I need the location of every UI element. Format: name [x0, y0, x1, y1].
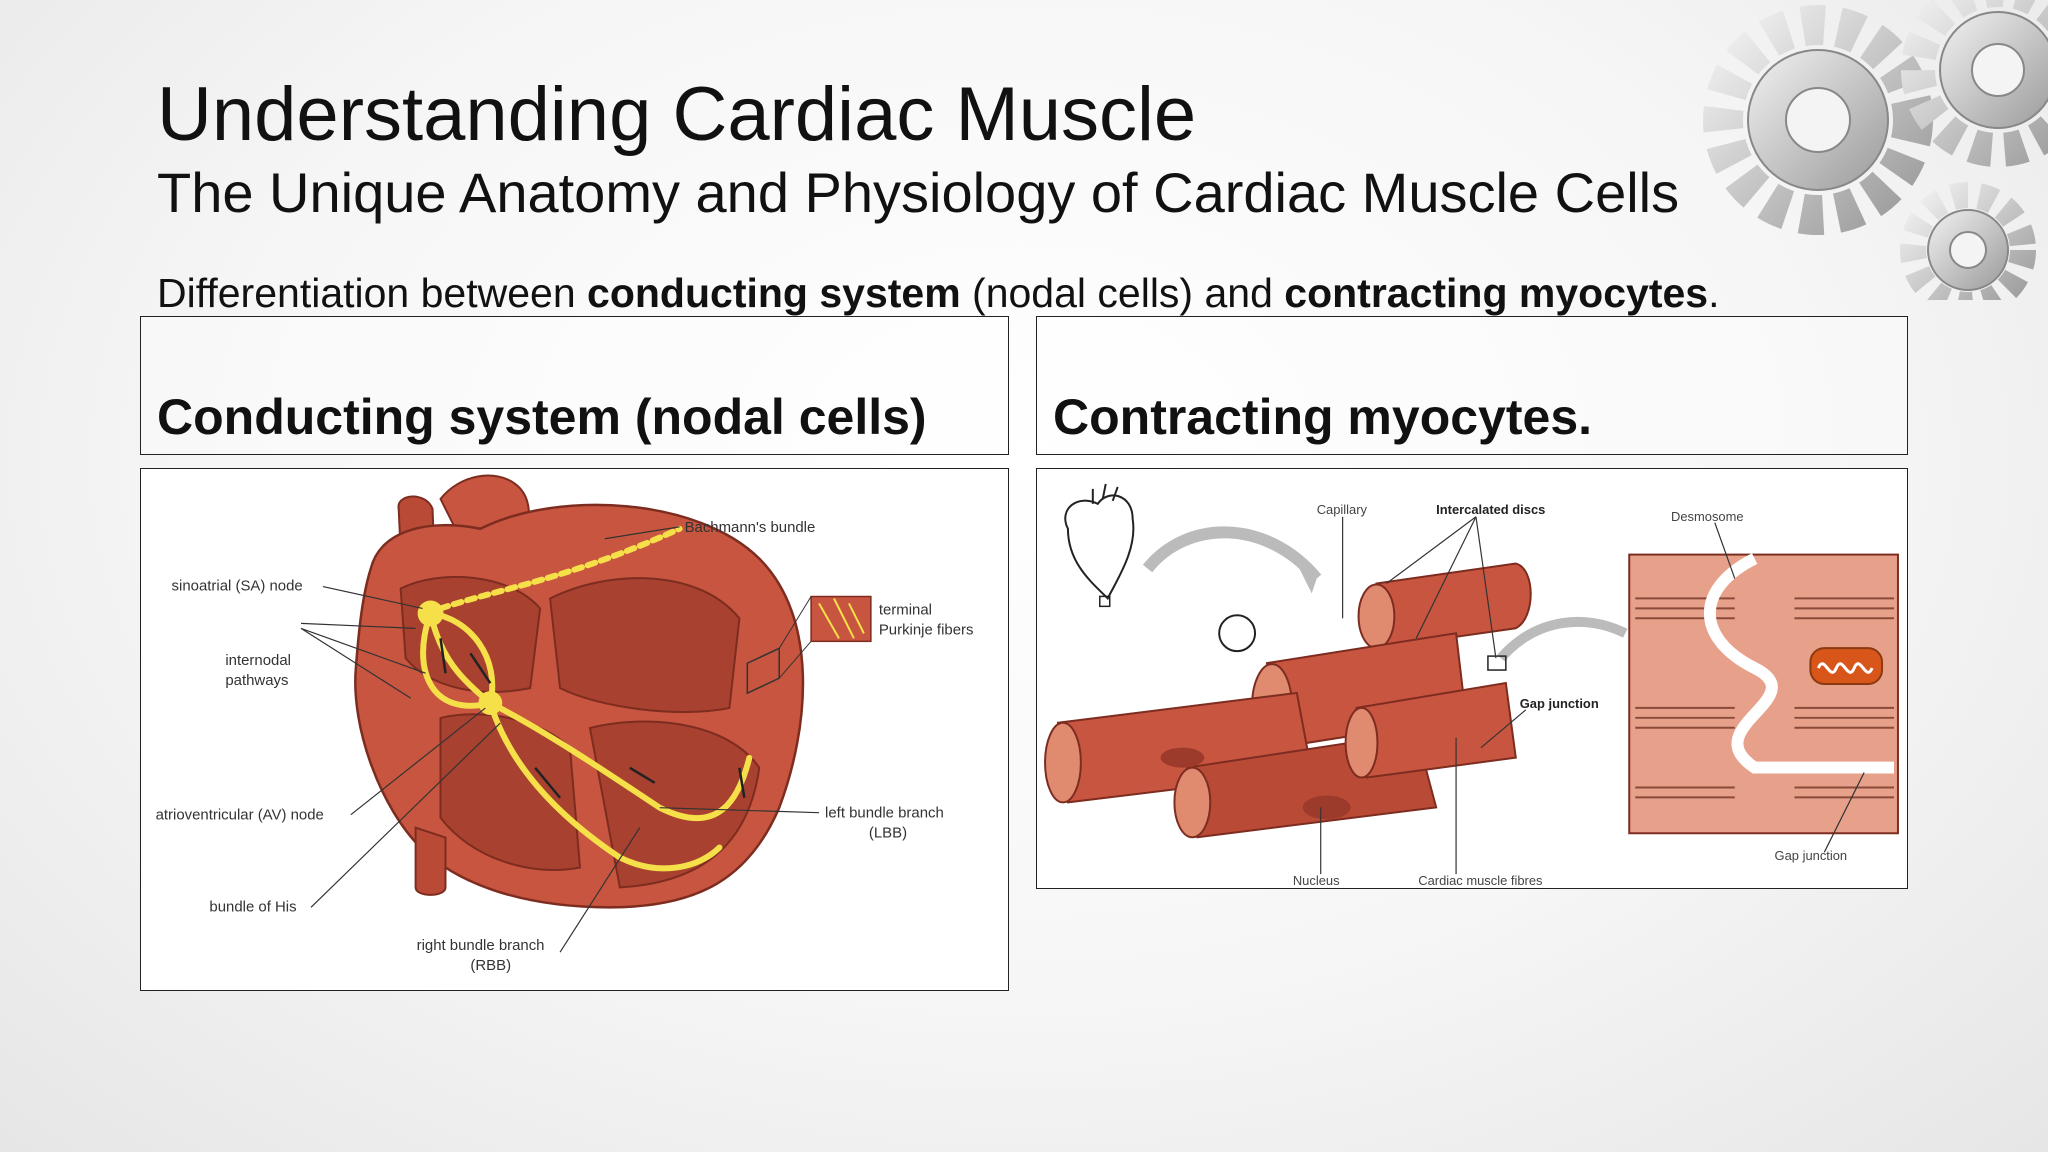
- label-nucleus: Nucleus: [1293, 873, 1340, 888]
- conducting-heading: Conducting system (nodal cells): [157, 389, 927, 445]
- slide-title: Understanding Cardiac Muscle: [157, 72, 1197, 157]
- label-capillary: Capillary: [1317, 502, 1368, 517]
- intro-term-conducting: conducting system: [587, 270, 961, 316]
- contracting-heading: Contracting myocytes.: [1053, 389, 1593, 445]
- label-intercalated-discs: Intercalated discs: [1436, 502, 1545, 517]
- intro-prefix: Differentiation between: [157, 270, 588, 316]
- label-gap-junction-2: Gap junction: [1775, 848, 1848, 863]
- label-cardiac-muscle-fibres: Cardiac muscle fibres: [1418, 873, 1542, 888]
- heart-conduction-svg: Bachmann's bundle sinoatrial (SA) node i…: [156, 474, 974, 974]
- contracting-heading-box: Contracting myocytes.: [1036, 316, 1908, 455]
- label-bachmann: Bachmann's bundle: [685, 519, 816, 536]
- label-rbb-2: (RBB): [470, 957, 511, 974]
- myocyte-svg: Capillary Intercalated discs Desmosome G…: [1044, 483, 1899, 888]
- label-terminal-2: Purkinje fibers: [879, 621, 974, 638]
- conducting-heading-box: Conducting system (nodal cells): [140, 316, 1009, 455]
- label-internodal-2: pathways: [225, 672, 288, 689]
- label-sa-node: sinoatrial (SA) node: [172, 578, 303, 595]
- label-av-node: atrioventricular (AV) node: [156, 807, 324, 824]
- intro-suffix: .: [1708, 270, 1720, 316]
- myocyte-diagram: Capillary Intercalated discs Desmosome G…: [1036, 468, 1908, 889]
- label-rbb-1: right bundle branch: [417, 937, 545, 954]
- label-lbb-1: left bundle branch: [825, 805, 944, 822]
- intro-middle: (nodal cells) and: [960, 270, 1285, 316]
- label-his: bundle of His: [209, 898, 296, 915]
- label-desmosome: Desmosome: [1671, 509, 1744, 524]
- label-gap-junction: Gap junction: [1520, 696, 1599, 711]
- label-terminal-1: terminal: [879, 601, 932, 618]
- slide-subtitle: The Unique Anatomy and Physiology of Car…: [157, 161, 1680, 224]
- heart-conduction-diagram: Bachmann's bundle sinoatrial (SA) node i…: [140, 468, 1009, 991]
- intro-text: Differentiation between conducting syste…: [157, 268, 1719, 318]
- gears-decoration-icon: [1703, 0, 2048, 300]
- label-internodal-1: internodal: [225, 652, 291, 669]
- intro-term-contracting: contracting myocytes: [1284, 270, 1709, 316]
- label-lbb-2: (LBB): [869, 825, 907, 842]
